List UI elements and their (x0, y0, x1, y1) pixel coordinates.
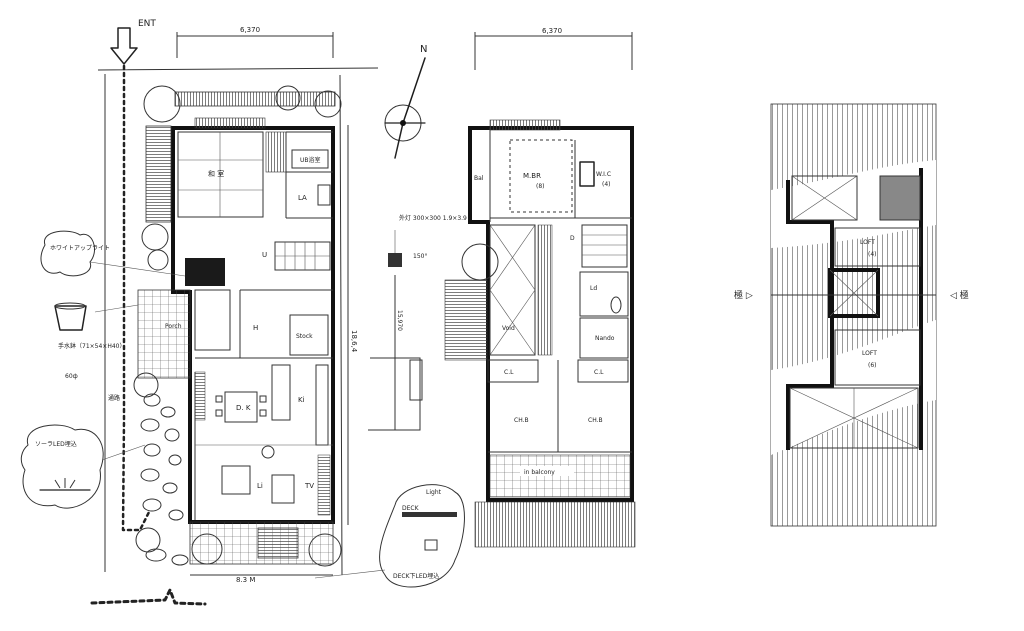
stepping-stones (140, 393, 189, 566)
loft-plan: LOFT (4) LOFT (6) 極 ▷ ◁ 極 (734, 103, 969, 527)
room-loft-1: LOFT (860, 239, 875, 246)
room-bal: Bal (474, 175, 484, 182)
upper-width-dimension: 6,370 (542, 27, 562, 35)
room-la: LA (298, 194, 307, 202)
room-cl-2: C.L (594, 369, 604, 376)
room-washitsu: 和 室 (208, 169, 224, 178)
section-arrow-right: ◁ 極 (950, 289, 969, 301)
room-tv: TV (304, 482, 314, 490)
upper-floor-plan: 6,370 Bal M.BR (8) W.I.C (4) Void (444, 27, 636, 548)
room-bath: UB浴室 (300, 156, 321, 164)
svg-text:D: D (570, 235, 575, 242)
ground-stair (274, 241, 331, 271)
room-mbr: M.BR (523, 172, 541, 180)
north-arrow-icon: N (384, 44, 427, 159)
entrance-arrow-icon (110, 27, 138, 65)
room-in-balcony: in balcony (524, 469, 555, 476)
callout-water-basin: 手水鉢（71×54×H40） 60ф (54, 302, 139, 380)
room-h: H (253, 324, 258, 332)
svg-text:ソーラLED埋込: ソーラLED埋込 (35, 440, 77, 448)
void-areas: Void (489, 224, 553, 356)
note-side-path: 通路 (108, 394, 120, 402)
ground-bottom-dimension: 8.3 M (236, 576, 255, 584)
room-chb-2: CH.B (588, 417, 603, 424)
ground-width-dimension: 6,370 (240, 26, 260, 34)
entrance-label: ENT (138, 19, 156, 29)
room-mbr-area: (8) (536, 183, 545, 190)
svg-text:15,970: 15,970 (396, 310, 403, 331)
room-porch: Porch (165, 323, 182, 330)
room-li: Li (257, 482, 263, 490)
room-loft-2-area: (6) (868, 362, 877, 369)
callout-wall-light: ホワイトアップライト (40, 230, 186, 277)
svg-text:Light: Light (426, 489, 442, 496)
room-u: U (262, 251, 267, 259)
room-nando: Nando (595, 335, 615, 342)
ground-floor-plan: ENT 6,370 18,6,4 (20, 19, 379, 606)
room-loft-2: LOFT (862, 350, 877, 357)
svg-text:手水鉢（71×54×H40）: 手水鉢（71×54×H40） (58, 342, 125, 350)
room-ld: Ld (590, 285, 597, 292)
room-chb-1: CH.B (514, 417, 529, 424)
svg-text:DECK: DECK (402, 505, 420, 512)
room-cl-1: C.L (504, 369, 514, 376)
room-loft-1-area: (4) (868, 251, 877, 258)
svg-text:ホワイトアップライト: ホワイトアップライト (50, 245, 110, 252)
svg-text:N: N (420, 44, 427, 55)
room-ki: Ki (298, 396, 305, 404)
callout-deck-led: Light DECK DECK下LED埋込 (314, 484, 465, 588)
svg-text:60ф: 60ф (65, 373, 78, 380)
room-dk: D. K (236, 404, 251, 412)
section-arrow-left: 極 ▷ (734, 289, 753, 301)
room-stock: Stock (296, 333, 313, 340)
room-void: Void (502, 325, 515, 332)
callout-solar-led: ソーラLED埋込 (20, 424, 146, 509)
svg-text:外灯 300×300 1.9×3.9: 外灯 300×300 1.9×3.9 (399, 214, 467, 222)
exterior-light-detail: 外灯 300×300 1.9×3.9 150° (388, 214, 467, 267)
svg-text:150°: 150° (413, 253, 427, 260)
room-wic: W.I.C (596, 171, 611, 178)
ground-height-dimension: 18,6,4 (350, 330, 358, 353)
elevation-sketch: 15,970 (368, 275, 423, 431)
room-wic-area: (4) (602, 181, 611, 188)
svg-text:DECK下LED埋込: DECK下LED埋込 (393, 572, 439, 580)
